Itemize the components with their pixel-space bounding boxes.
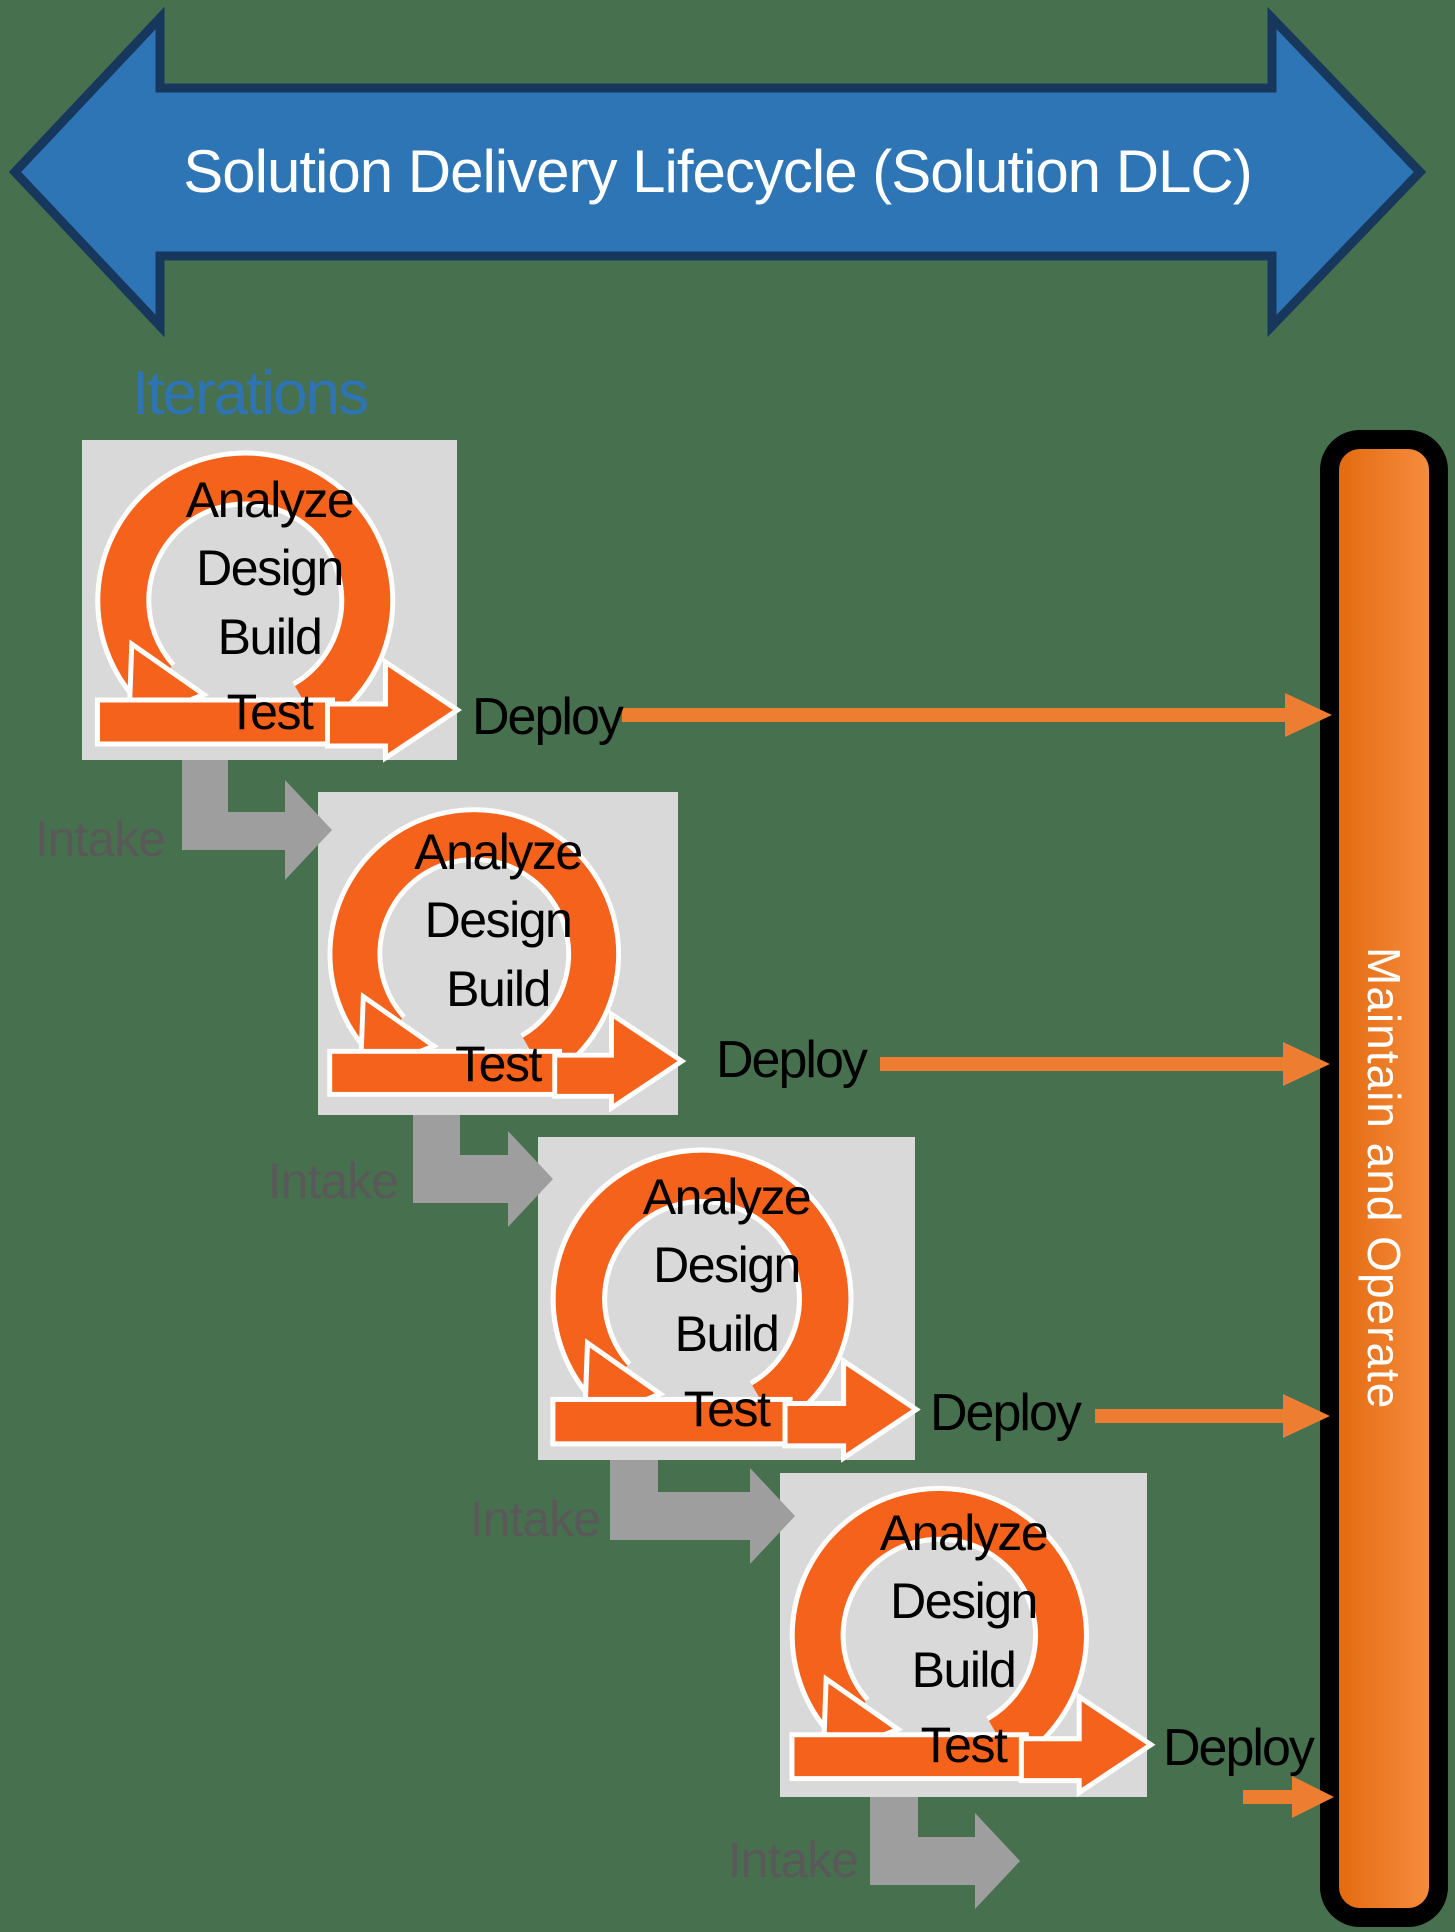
intake-arrow-4	[870, 1797, 1020, 1909]
step-design: Design	[890, 1573, 1038, 1629]
step-analyze: Analyze	[642, 1169, 812, 1225]
deploy-arrow-3	[1095, 1394, 1330, 1438]
intake-arrow-1	[182, 760, 332, 880]
intake-arrow-3	[610, 1460, 795, 1564]
step-test: Test	[226, 684, 314, 740]
sprint-cycle-icon	[95, 450, 463, 763]
intake-label-1: Intake	[34, 811, 166, 867]
step-design: Design	[196, 540, 344, 596]
step-design: Design	[424, 892, 573, 948]
deploy-label-4: Deploy	[1163, 1719, 1315, 1777]
maintain-operate-bar: Maintain and Operate	[1320, 430, 1448, 1927]
step-build: Build	[217, 609, 323, 665]
iterations-heading: Iterations	[132, 359, 369, 428]
sprint-cycle-icon	[327, 807, 687, 1113]
step-test: Test	[455, 1036, 542, 1092]
step-build: Build	[446, 961, 551, 1017]
banner-arrow-shape	[8, 6, 1427, 338]
deploy-exit-arrow-icon	[552, 1009, 687, 1113]
sprint-cycle-icon	[550, 1147, 921, 1463]
deploy-exit-arrow-icon	[782, 1356, 921, 1463]
step-test: Test	[920, 1717, 1008, 1773]
intake-label-2: Intake	[267, 1153, 399, 1209]
step-build: Build	[911, 1642, 1017, 1698]
deploy-label-2: Deploy	[716, 1031, 868, 1089]
step-design: Design	[653, 1237, 801, 1293]
deploy-arrow-4	[1243, 1776, 1334, 1818]
banner-title: Solution Delivery Lifecycle (Solution DL…	[183, 138, 1252, 205]
maintain-operate-label: Maintain and Operate	[1358, 947, 1410, 1410]
step-analyze: Analyze	[185, 472, 355, 528]
deploy-label-1: Deploy	[472, 688, 624, 746]
sprint-cycle-icon	[789, 1485, 1156, 1798]
lifecycle-banner-arrow	[8, 6, 1427, 338]
deploy-label-3: Deploy	[930, 1384, 1082, 1442]
intake-label-4: Intake	[727, 1832, 859, 1888]
deploy-arrow-1	[622, 693, 1332, 737]
iteration-box-1: Analyze Design Build Test	[82, 440, 463, 763]
step-build: Build	[674, 1306, 780, 1362]
iteration-box-4: Analyze Design Build Test	[780, 1473, 1156, 1798]
intake-arrow-2	[413, 1115, 553, 1227]
step-analyze: Analyze	[414, 824, 583, 880]
deploy-arrow-2	[880, 1042, 1330, 1086]
deploy-exit-arrow-icon	[325, 657, 463, 763]
iteration-box-3: Analyze Design Build Test	[538, 1137, 921, 1463]
deploy-exit-arrow-icon	[1018, 1692, 1156, 1798]
step-analyze: Analyze	[879, 1505, 1049, 1561]
step-test: Test	[683, 1381, 771, 1437]
intake-label-3: Intake	[469, 1491, 601, 1547]
iteration-box-2: Analyze Design Build Test	[318, 792, 687, 1115]
